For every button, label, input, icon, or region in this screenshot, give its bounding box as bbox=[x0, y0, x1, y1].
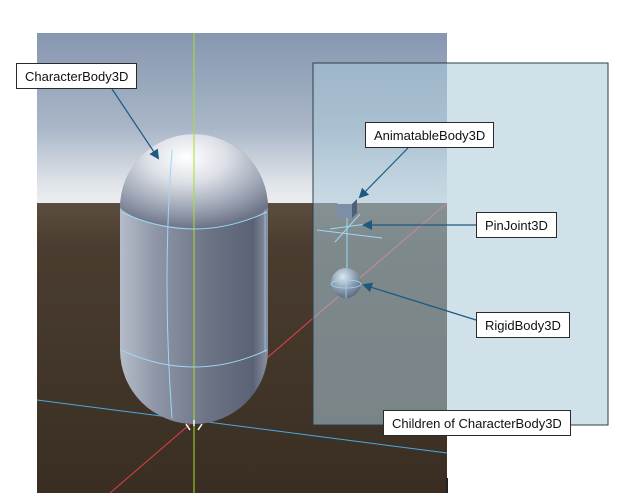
label-character-body: CharacterBody3D bbox=[16, 63, 138, 89]
arrow-animatable-body bbox=[358, 147, 409, 199]
arrow-rigid-body bbox=[362, 282, 477, 321]
sphere-mesh bbox=[330, 268, 362, 298]
label-animatable-body: AnimatableBody3D bbox=[365, 122, 495, 148]
children-overlay bbox=[312, 62, 609, 426]
pin-joint-gizmo bbox=[316, 213, 383, 268]
label-rigid-body: RigidBody3D bbox=[476, 312, 570, 338]
viewport-bottom-edge bbox=[446, 478, 448, 493]
origin-marker bbox=[185, 420, 203, 431]
label-children-group: Children of CharacterBody3D bbox=[383, 410, 571, 436]
cube-mesh bbox=[337, 199, 357, 218]
arrow-character-body bbox=[111, 88, 160, 160]
label-pin-joint: PinJoint3D bbox=[476, 212, 557, 238]
z-axis-line bbox=[36, 399, 448, 454]
